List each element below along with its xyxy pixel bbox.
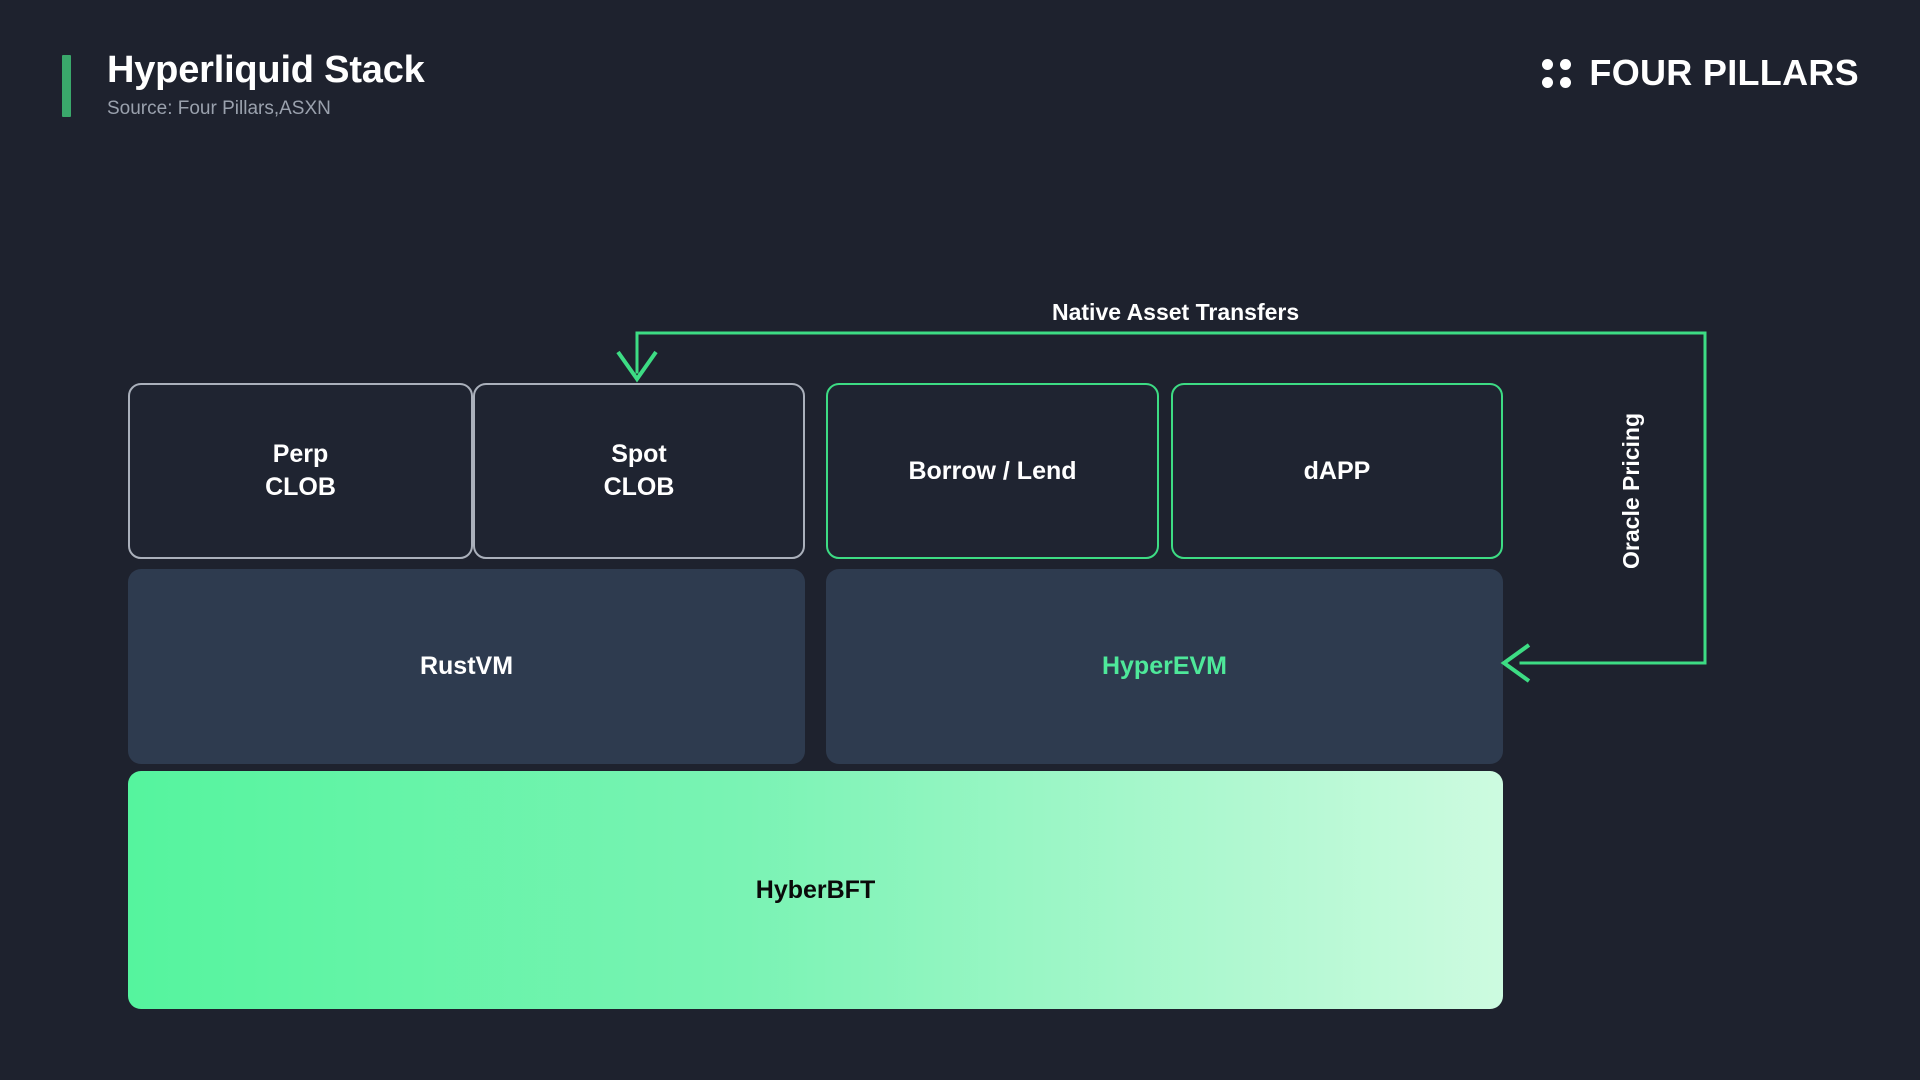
node-hyperevm-label: HyperEVM <box>1101 652 1228 680</box>
connector-native-asset-transfers <box>616 331 1707 383</box>
node-rustvm-label: RustVM <box>419 652 514 680</box>
title-block: Hyperliquid Stack Source: Four Pillars,A… <box>107 48 425 122</box>
node-borrow-lend: Borrow / Lend <box>826 383 1159 559</box>
brand-name: FOUR PILLARS <box>1589 52 1859 93</box>
node-hyberbft-label: HyberBFT <box>755 875 876 904</box>
page-header: Hyperliquid Stack Source: Four Pillars,A… <box>0 0 1920 160</box>
node-dapp: dAPP <box>1171 383 1503 559</box>
four-dots-icon <box>1542 58 1572 88</box>
node-rustvm: RustVM <box>128 569 805 764</box>
connector-label-native-asset-transfers: Native Asset Transfers <box>1052 299 1300 325</box>
node-hyberbft: HyberBFT <box>128 771 1503 1009</box>
page-title: Hyperliquid Stack <box>107 49 425 91</box>
page-subtitle-source: Source: Four Pillars,ASXN <box>107 98 331 119</box>
node-dapp-label: dAPP <box>1303 456 1371 485</box>
node-hyperevm: HyperEVM <box>826 569 1503 764</box>
brand-logo: FOUR PILLARS <box>1542 52 1859 94</box>
connector-label-oracle-pricing: Oracle Pricing <box>1618 413 1644 569</box>
title-accent-bar <box>62 55 71 117</box>
node-borrow-lend-label: Borrow / Lend <box>908 456 1077 485</box>
connector-oracle-pricing <box>1500 331 1707 683</box>
